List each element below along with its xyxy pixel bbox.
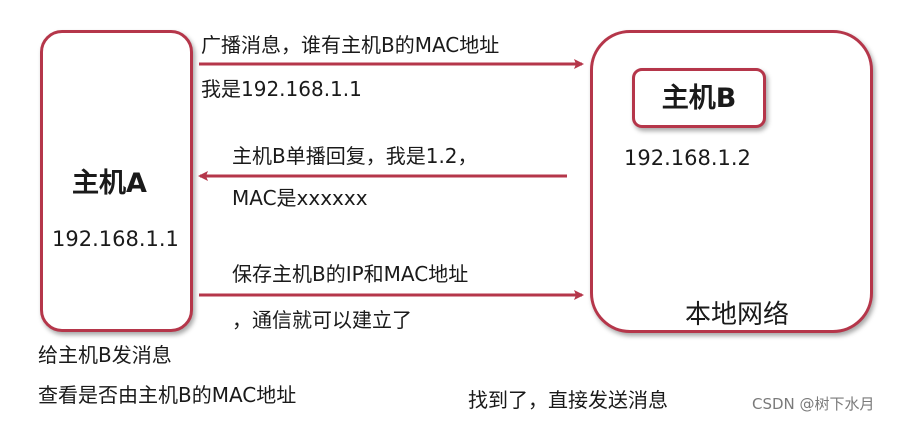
local-network-label: 本地网络 <box>685 300 790 330</box>
unicast-text-line2: MAC是xxxxxx <box>232 186 368 210</box>
save-text-line1: 保存主机B的IP和MAC地址 <box>232 262 469 286</box>
unicast-text-line1: 主机B单播回复，我是1.2， <box>232 144 478 168</box>
send-note-line1: 给主机B发消息 <box>38 343 172 367</box>
host-b-name: 主机B <box>661 82 737 114</box>
host-b-badge: 主机B <box>632 68 766 128</box>
broadcast-text-line1: 广播消息，谁有主机B的MAC地址 <box>201 33 500 57</box>
host-a-box <box>40 30 193 332</box>
host-b-ip: 192.168.1.2 <box>624 146 751 170</box>
host-a-ip: 192.168.1.1 <box>52 227 179 251</box>
found-note: 找到了，直接发送消息 <box>468 388 668 412</box>
save-text-line2: ，通信就可以建立了 <box>232 308 412 332</box>
csdn-watermark: CSDN @树下水月 <box>752 395 875 413</box>
broadcast-text-line2: 我是192.168.1.1 <box>201 77 362 101</box>
send-note-line2: 查看是否由主机B的MAC地址 <box>38 383 297 407</box>
host-a-name: 主机A <box>72 168 147 199</box>
